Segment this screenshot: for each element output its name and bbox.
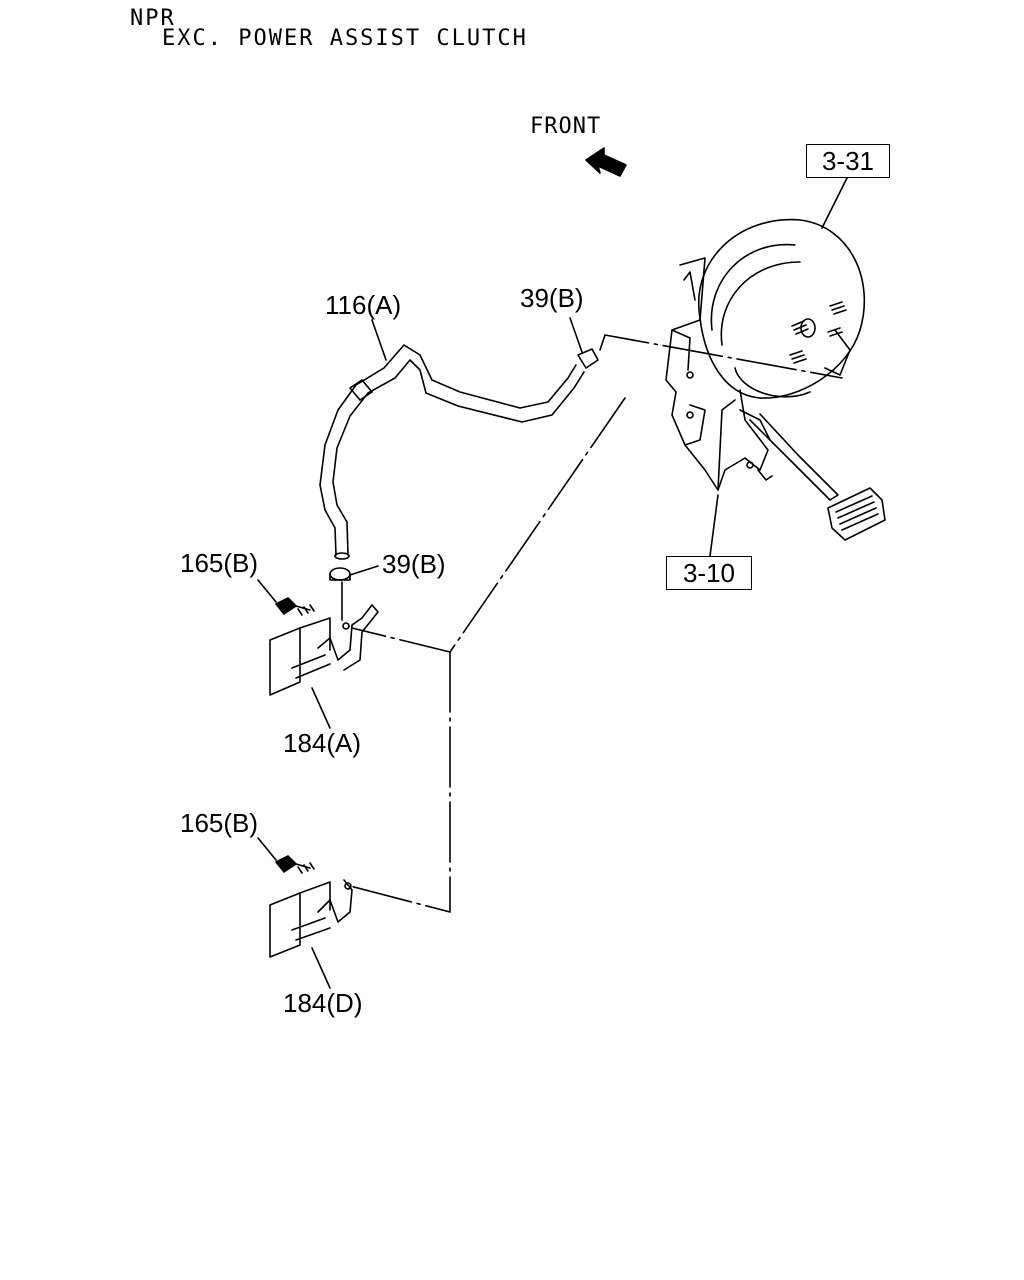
booster-stud: [789, 350, 807, 364]
routing-lines: [349, 334, 843, 913]
reference-box-pedal[interactable]: 3-10: [666, 556, 752, 590]
front-arrow-icon: [585, 147, 627, 177]
hose-116a: [319, 319, 585, 560]
bolt-165b-lower: [257, 837, 315, 874]
bolt-165b-upper: [257, 579, 315, 616]
callout-bolt-lower: 165(B): [180, 808, 259, 838]
booster-stud: [791, 320, 809, 335]
callout-hose: 116(A): [325, 290, 402, 320]
bracket-184a: [269, 604, 379, 729]
brake-booster-assembly: [697, 175, 865, 399]
reference-box-booster[interactable]: 3-31: [806, 144, 890, 178]
callout-bracket-lower: 184(D): [283, 988, 363, 1018]
variant-label: EXC. POWER ASSIST CLUTCH: [162, 26, 528, 51]
clip-39b-upper: [569, 317, 599, 369]
callout-bolt-upper: 165(B): [180, 548, 259, 578]
booster-stud: [829, 301, 847, 315]
front-direction-label: FRONT: [530, 114, 602, 139]
booster-stud: [827, 327, 843, 337]
callout-bracket-upper: 184(A): [283, 728, 362, 758]
pedal-bracket-assembly: [665, 257, 886, 557]
bracket-184d: [269, 879, 353, 989]
callout-clip-lower: 39(B): [382, 549, 446, 579]
model-label: NPR: [130, 6, 176, 31]
clip-39b-lower: [329, 565, 379, 621]
pedal-pad: [827, 487, 886, 541]
callout-clip-upper: 39(B): [520, 283, 584, 313]
